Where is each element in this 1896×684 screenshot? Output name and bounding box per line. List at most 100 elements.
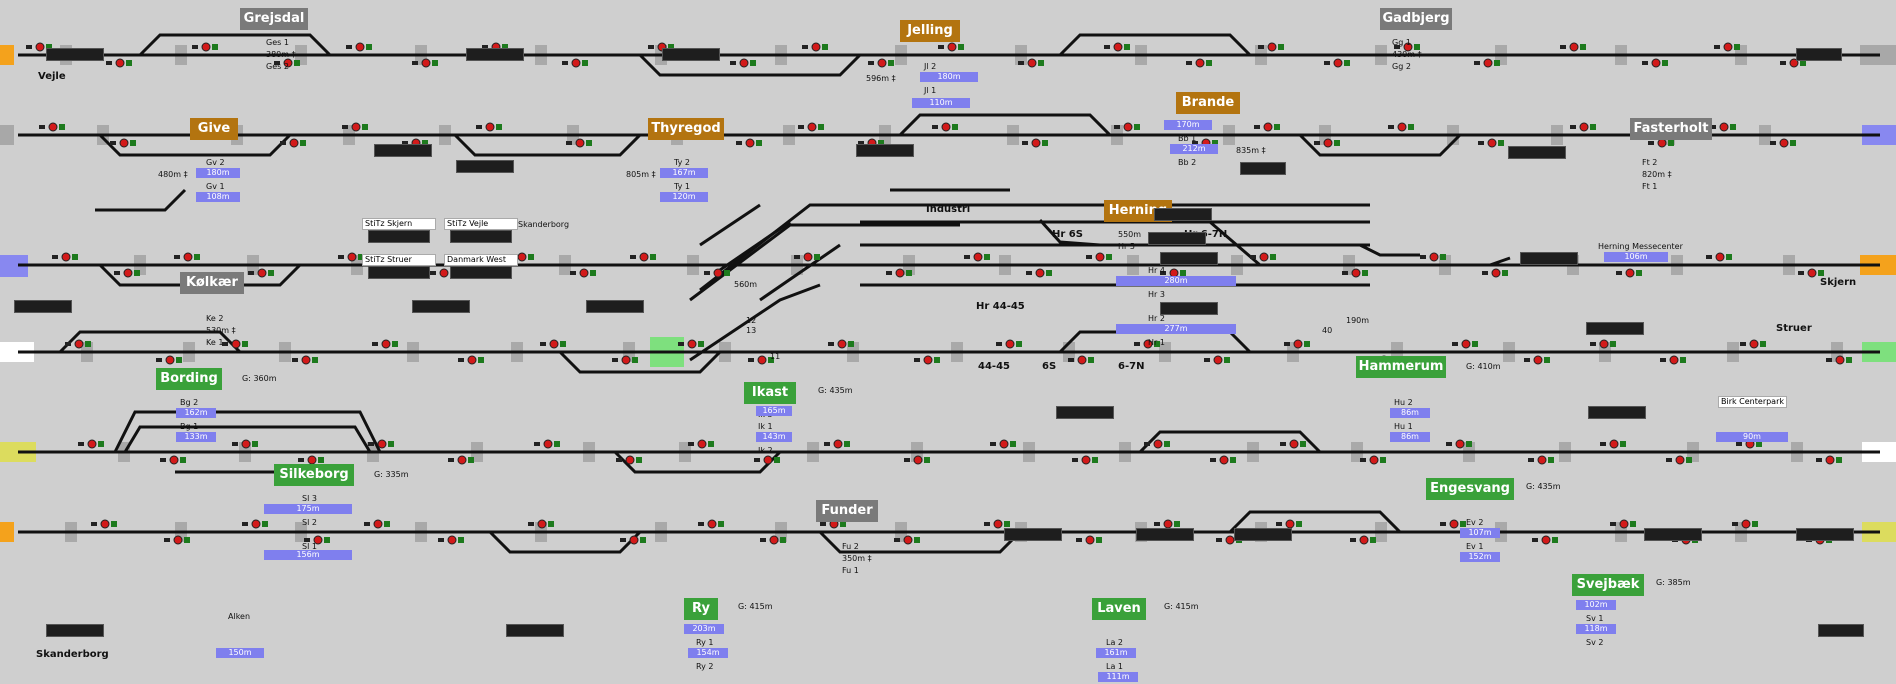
signal-red [769,535,779,545]
signal-head [1532,538,1538,542]
signal-green [1466,441,1472,447]
signal-head [1452,342,1458,346]
route-indicator [1056,406,1114,419]
loop-top-5 [898,113,1112,137]
loop-top-2 [1058,33,1252,57]
signal-head [802,45,808,49]
signal-green [708,441,714,447]
signal-green [1548,457,1554,463]
signal-green [1362,270,1368,276]
station-hammerum-label: Hammerum [1356,356,1446,378]
signal-green [384,521,390,527]
track-label-bb1: Bb 1 [1178,134,1197,143]
length-grejsdal: G: 360m [242,374,277,383]
signal-red [1675,455,1685,465]
herning-link-1 [1209,220,1310,267]
signal-green [1134,124,1140,130]
signal-red [1267,42,1277,52]
signal-red [115,58,125,68]
signal-green [1790,140,1796,146]
track-label-ges2: Ges 2 [266,62,289,71]
station-svejbaek-label: Svejbæk [1572,574,1644,596]
route-indicator [1154,208,1212,221]
signal-red [1225,535,1235,545]
track-label-hr40: 40 [1322,326,1333,335]
signal-red [1483,58,1493,68]
signal-red [1449,519,1459,529]
signal-red [1153,439,1163,449]
track-label-ik2: Ik 2 [758,446,773,455]
signal-red [1487,138,1497,148]
signal-red [231,339,241,349]
track-label-ges1: Ges 1 [266,38,289,47]
track-label-t11: 11 [770,352,781,361]
signal-head [566,141,572,145]
signal-red [457,455,467,465]
signal-green [1334,140,1340,146]
signal-green [668,44,674,50]
signal-red [1123,122,1133,132]
signal-head [1740,342,1746,346]
track-label-gv1: Gv 1 [206,182,225,191]
signal-head [164,538,170,542]
signal-green [1042,140,1048,146]
signal-green [1096,537,1102,543]
signal-green [756,140,762,146]
signal-green [134,270,140,276]
signal-green [358,254,364,260]
route-indicator [1160,252,1218,265]
track-label-si1: Sl 1 [302,542,317,551]
signal-green [1580,44,1586,50]
place-vejle: Vejle [38,71,66,82]
signal-red [373,519,383,529]
track-label-ty2: Ty 2 [674,158,691,167]
signal-head [1210,458,1216,462]
signal-green [774,457,780,463]
signal-head [698,522,704,526]
signal-green [1206,60,1212,66]
station-laven-label: Laven [1092,598,1146,620]
signal-head [1072,458,1078,462]
signal-red [687,339,697,349]
signal-head [1022,141,1028,145]
signal-red [439,268,449,278]
track-label-ry1: Ry 1 [696,638,714,647]
place-messecenter: Herning Messecenter [1598,242,1683,251]
platform-ry_b: 154m [688,648,728,658]
signal-red [1005,339,1015,349]
track-label-bg2: Bg 2 [180,398,199,407]
signal-red [1085,535,1095,545]
signal-green [1296,521,1302,527]
signal-red [707,519,717,529]
signal-head [990,442,996,446]
signal-green [1414,44,1420,50]
signal-red [1657,138,1667,148]
signal-red [485,122,495,132]
signal-head [1524,358,1530,362]
signal-red [1429,252,1439,262]
track-label-hr4: Hr 4 [1148,266,1165,275]
signal-head [1560,45,1566,49]
platform-gv_a: 180m [196,168,240,178]
signal-head [630,255,636,259]
track-label-hu1: Hu 1 [1394,422,1413,431]
signal-green [1174,521,1180,527]
signal-red [1035,268,1045,278]
signal-head [476,125,482,129]
signal-green [98,441,104,447]
signal-head [430,271,436,275]
signal-head [1254,125,1260,129]
skjern-branch [1489,256,1511,267]
track-label-fu2: Fu 2 [842,542,859,551]
signal-red [517,252,527,262]
panel-skanderborg: Skanderborg [518,220,570,229]
signal-red [1219,455,1229,465]
signal-green [1734,44,1740,50]
signal-green [1730,124,1736,130]
signal-head [52,255,58,259]
signal-green [718,521,724,527]
track-label-sv2: Sv 2 [1586,638,1604,647]
signal-green [1304,341,1310,347]
signal-head [78,442,84,446]
signal-red [1537,455,1547,465]
